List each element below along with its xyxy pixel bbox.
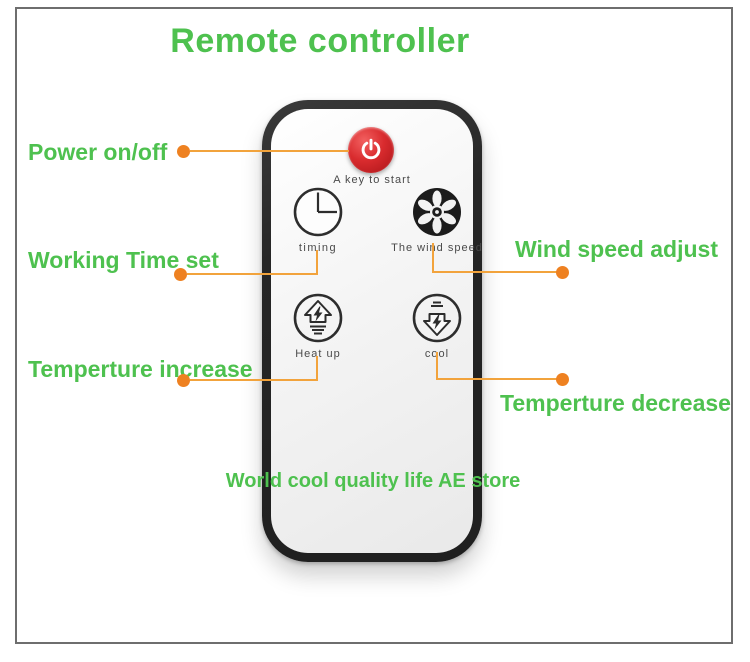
leader-line-wind-adjust-v — [432, 243, 434, 273]
annotation-working-time: Working Time set — [28, 247, 219, 273]
power-button-caption: A key to start — [333, 174, 411, 186]
leader-dot-wind-adjust — [556, 266, 569, 279]
clock-icon — [292, 186, 344, 238]
leader-line-temp-decrease-v — [436, 352, 438, 380]
remote-controller: A key to start timing — [262, 100, 482, 562]
annotation-power: Power on/off — [28, 139, 168, 165]
timing-label: timing — [298, 242, 338, 254]
annotation-temp-decrease: Temperture decrease — [500, 390, 731, 416]
heat-up-arrow-icon — [292, 292, 344, 344]
heat-up-button — [292, 292, 344, 344]
leader-line-wind-adjust-h — [433, 271, 557, 273]
leader-dot-temp-increase — [177, 374, 190, 387]
fan-icon — [411, 186, 463, 238]
timing-button — [292, 186, 344, 238]
leader-line-working-time-v — [316, 250, 318, 275]
leader-line-working-time-h — [187, 273, 318, 275]
leader-line-temp-increase-h — [190, 379, 318, 381]
leader-dot-working-time — [174, 268, 187, 281]
leader-dot-temp-decrease — [556, 373, 569, 386]
page-title: Remote controller — [170, 22, 470, 60]
power-icon — [358, 137, 384, 163]
leader-dot-power — [177, 145, 190, 158]
leader-line-temp-decrease-h — [437, 378, 557, 380]
leader-line-temp-increase-v — [316, 356, 318, 381]
power-button — [348, 127, 394, 173]
cool-down-arrow-icon — [411, 292, 463, 344]
image-frame — [15, 7, 733, 644]
annotation-temp-increase: Temperture increase — [28, 356, 253, 382]
leader-line-power — [190, 150, 349, 152]
heat-up-label: Heat up — [295, 348, 341, 360]
cool-button — [411, 292, 463, 344]
store-watermark: World cool quality life AE store — [225, 470, 521, 492]
wind-speed-button — [411, 186, 463, 238]
annotation-wind-adjust: Wind speed adjust — [515, 236, 718, 262]
wind-speed-label: The wind speed — [391, 242, 483, 254]
